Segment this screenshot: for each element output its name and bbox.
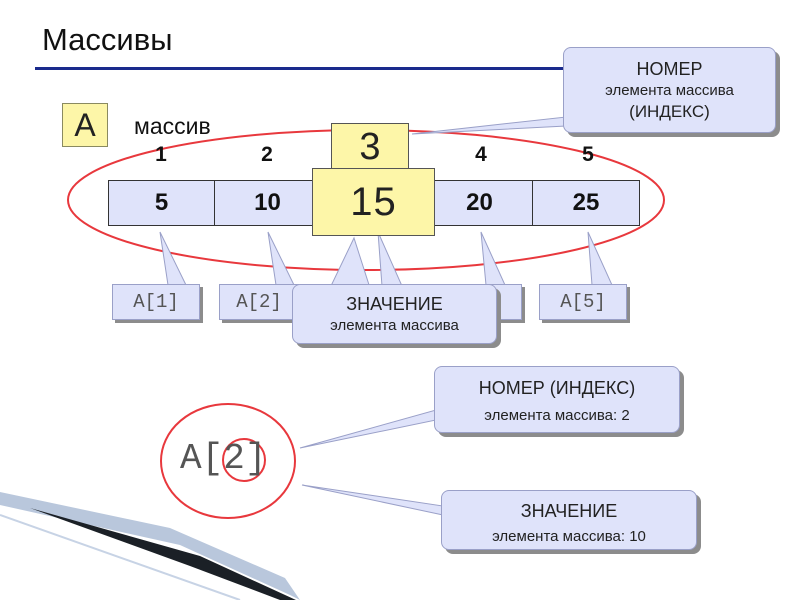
slide-title: Массивы <box>42 22 173 57</box>
array-variable-box: A <box>62 103 108 147</box>
expression-prefix: A[ <box>180 438 224 479</box>
tag-pointer-2 <box>267 231 295 286</box>
callout-pointer-index-bottom <box>299 409 437 449</box>
tag-pointer-4 <box>480 231 506 286</box>
callout-line: элемента массива: 2 <box>484 407 630 424</box>
array-label: массив <box>134 113 211 139</box>
expression-suffix: ] <box>244 438 267 479</box>
element-tag: A[1] <box>112 284 200 320</box>
index-label: 2 <box>261 143 273 166</box>
array-cell: 20 <box>427 181 533 225</box>
callout-value: ЗНАЧЕНИЕ элемента массива <box>292 284 497 344</box>
expression-index: 2 <box>223 438 245 479</box>
callout-pointer-value <box>329 236 371 289</box>
callout-value-bottom: ЗНАЧЕНИЕ элемента массива: 10 <box>441 490 697 550</box>
callout-line: ЗНАЧЕНИЕ <box>346 294 443 314</box>
decorative-swoosh-dark <box>30 508 296 600</box>
index-label: 4 <box>475 143 487 166</box>
highlight-value: 15 <box>312 168 435 236</box>
callout-line: элемента массива <box>605 82 734 99</box>
title-rule <box>35 67 580 70</box>
index-label: 1 <box>155 143 167 166</box>
decorative-line <box>0 514 241 600</box>
index-label: 5 <box>582 143 594 166</box>
element-tag: A[2] <box>219 284 299 320</box>
callout-pointer-value-bottom <box>301 484 444 516</box>
array-cell: 10 <box>215 181 321 225</box>
callout-line: (ИНДЕКС) <box>629 102 710 121</box>
array-cell: 25 <box>533 181 639 225</box>
callout-line: НОМЕР (ИНДЕКС) <box>478 378 636 398</box>
callout-line: элемента массива: 10 <box>492 528 646 545</box>
callout-line: ЗНАЧЕНИЕ <box>520 501 618 521</box>
highlight-index: 3 <box>331 123 409 171</box>
expression-ellipse <box>160 403 296 519</box>
callout-line: элемента массива <box>330 317 459 334</box>
callout-pointer-index <box>411 116 567 135</box>
callout-index: НОМЕР элемента массива (ИНДЕКС) <box>563 47 776 133</box>
index-circle <box>222 438 266 482</box>
element-tag: A[5] <box>539 284 627 320</box>
tag-pointer-1 <box>159 231 187 286</box>
callout-index-bottom: НОМЕР (ИНДЕКС) элемента массива: 2 <box>434 366 680 433</box>
decorative-swoosh <box>0 492 300 600</box>
array-cell: 5 <box>109 181 215 225</box>
element-expression: A[2] <box>180 438 266 479</box>
tag-pointer-3 <box>377 231 403 287</box>
callout-line: НОМЕР <box>636 59 703 79</box>
